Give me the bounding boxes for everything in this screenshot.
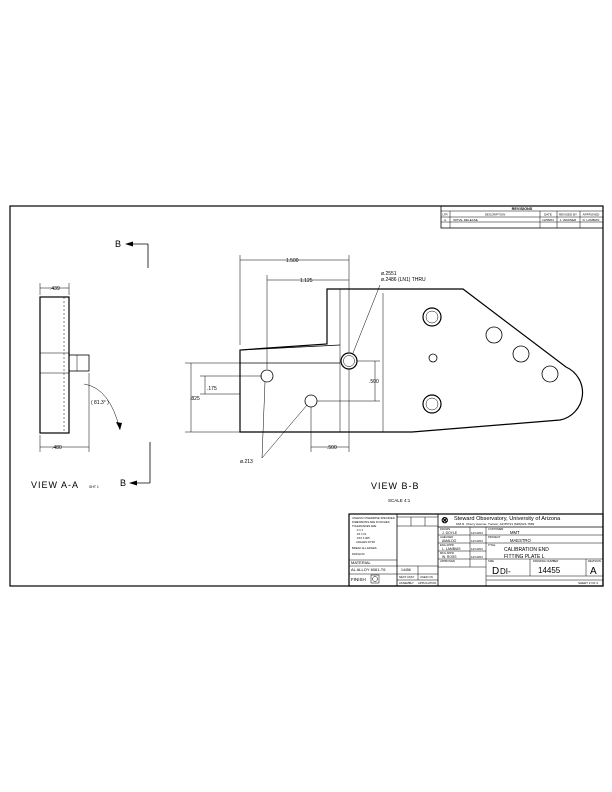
eng-date: 12/13/04 — [471, 547, 483, 551]
revisions-table: REVISIONS LTR DESCRIPTION DATE REVISED B… — [440, 205, 604, 229]
hole-callout-line2: ø.2486 (LN1) THRU — [381, 277, 426, 283]
org-name: Steward Observatory, University of Arizo… — [454, 516, 561, 522]
revision-value: A — [590, 566, 597, 577]
svg-text:.XX ±.01: .XX ±.01 — [356, 532, 367, 536]
svg-text:DIMENSIONS ARE IN INCHES: DIMENSIONS ARE IN INCHES — [352, 520, 390, 524]
svg-text:B: B — [115, 239, 121, 249]
svg-text:SIZE: SIZE — [488, 559, 494, 563]
rev-col-date: DATE — [544, 213, 552, 217]
hole-callout-line1: ø.2551 — [381, 271, 397, 277]
svg-text:DRAWN: DRAWN — [440, 527, 450, 531]
rev-col-approved: APPROVED — [583, 213, 601, 217]
finish-label: FINISH — [351, 577, 366, 582]
title-block: UNLESS OTHERWISE SPECIFIED DIMENSIONS AR… — [348, 513, 604, 587]
rev-col-revised-by: REVISED BY — [559, 213, 577, 217]
dim-175: .175 — [207, 386, 217, 392]
scale-label: SCALE 4:1 — [388, 498, 411, 503]
checked-date: 12/13/04 — [471, 539, 483, 543]
drawing-number: 14455 — [538, 566, 561, 575]
dim-1500: 1.500 — [286, 258, 299, 264]
svg-text:FINISH 63: FINISH 63 — [352, 552, 365, 556]
rev-row-approved: D. LAMBIAS — [583, 218, 600, 222]
rev-row-description: INITIAL RELEASE — [453, 218, 478, 222]
view-a-a: .439 .480 ( 81.3° ) VIEW A-A SHT 1 — [31, 283, 122, 490]
dim-480: .480 — [52, 445, 62, 451]
org-address: 933 N. Cherry Avenue, Tucson, AZ 85721 (… — [456, 522, 534, 526]
sheet-number: SHEET 2 OF 3 — [578, 581, 598, 585]
svg-text:TOLERANCES ARE: TOLERANCES ARE — [352, 524, 377, 528]
mfg-by: W. ROSS — [442, 555, 457, 559]
assembly-label: ASSEMBLY — [399, 581, 414, 585]
view-a-a-sheet: SHT 1 — [89, 485, 99, 489]
view-b-b-label: VIEW B-B — [371, 481, 420, 491]
tolerance-notes: UNLESS OTHERWISE SPECIFIED DIMENSIONS AR… — [352, 516, 395, 556]
finish-symbol — [370, 574, 380, 584]
eng-by: L. LAMBIAS — [442, 547, 461, 551]
dim-500-vertical: .500 — [369, 379, 379, 385]
svg-text:TITLE: TITLE — [488, 543, 496, 547]
view-a-a-label: VIEW A-A — [31, 480, 79, 490]
customer: MMT — [510, 530, 520, 535]
svg-text:ENG APPR: ENG APPR — [440, 543, 454, 547]
mfg-date: 12/13/04 — [471, 555, 483, 559]
drawing-prefix: DI- — [500, 567, 511, 576]
section-marker-top: B — [115, 239, 149, 268]
svg-text:.X ±.1: .X ±.1 — [356, 528, 364, 532]
org-logo: ⊗ — [441, 515, 449, 525]
dim-825: .825 — [190, 396, 200, 402]
svg-text:CHECKED: CHECKED — [440, 535, 453, 539]
rev-row-date: 12/08/04 — [542, 218, 554, 222]
rev-row-revised-by: J. WARNER — [560, 218, 577, 222]
part-number: 14456 — [401, 568, 411, 572]
checked-by: AMALDO — [442, 539, 457, 543]
rev-row-ltr: A — [444, 218, 446, 222]
dim-angle: ( 81.3° ) — [91, 400, 109, 406]
svg-text:PROJECT: PROJECT — [488, 535, 501, 539]
svg-text:REVISION: REVISION — [588, 559, 601, 563]
sheet-border — [9, 205, 604, 587]
revisions-title: REVISIONS — [512, 207, 533, 211]
svg-text:CUSTOMER: CUSTOMER — [488, 527, 503, 531]
size-value: D — [492, 566, 499, 577]
svg-text:APPROVED: APPROVED — [440, 559, 455, 563]
project: MAESTRO — [510, 538, 531, 543]
material-value: AL ALLOY 6061-T6 — [351, 567, 386, 572]
rev-col-description: DESCRIPTION — [485, 213, 506, 217]
drawing-title-line1: CALIBRATION END — [504, 547, 549, 553]
material-label: MATERIAL — [351, 560, 371, 565]
used-on-label: USED ON — [420, 575, 433, 579]
small-hole-callout: ø.213 — [240, 459, 253, 465]
section-marker-bottom: B — [120, 442, 151, 488]
svg-text:ANGLES ±0°30': ANGLES ±0°30' — [356, 540, 376, 544]
svg-text:B: B — [120, 478, 126, 488]
svg-text:MFG APPR: MFG APPR — [440, 551, 454, 555]
next-assy-label: NEXT ASSY — [399, 575, 415, 579]
drawing-title-line2: FITTING PLATE L — [504, 554, 545, 560]
svg-text:.XXX ±.005: .XXX ±.005 — [356, 536, 370, 540]
dim-439: .439 — [50, 286, 60, 292]
application-label: APPLICATION — [418, 581, 436, 585]
svg-text:BREAK ALL EDGES: BREAK ALL EDGES — [352, 546, 377, 550]
dim-500-horizontal: .500 — [327, 445, 337, 451]
svg-text:UNLESS OTHERWISE SPECIFIED: UNLESS OTHERWISE SPECIFIED — [352, 516, 395, 520]
svg-text:DRAWING NUMBER: DRAWING NUMBER — [533, 559, 558, 563]
dim-1125: 1.125 — [300, 278, 313, 284]
drawn-date: 12/13/04 — [471, 531, 483, 535]
rev-col-ltr: LTR — [442, 213, 448, 217]
drawn-by: J. DOYLE — [442, 531, 458, 535]
view-b-b: 1.500 1.125 ø.2551 ø.2486 (LN1) THRU .17… — [185, 255, 584, 503]
